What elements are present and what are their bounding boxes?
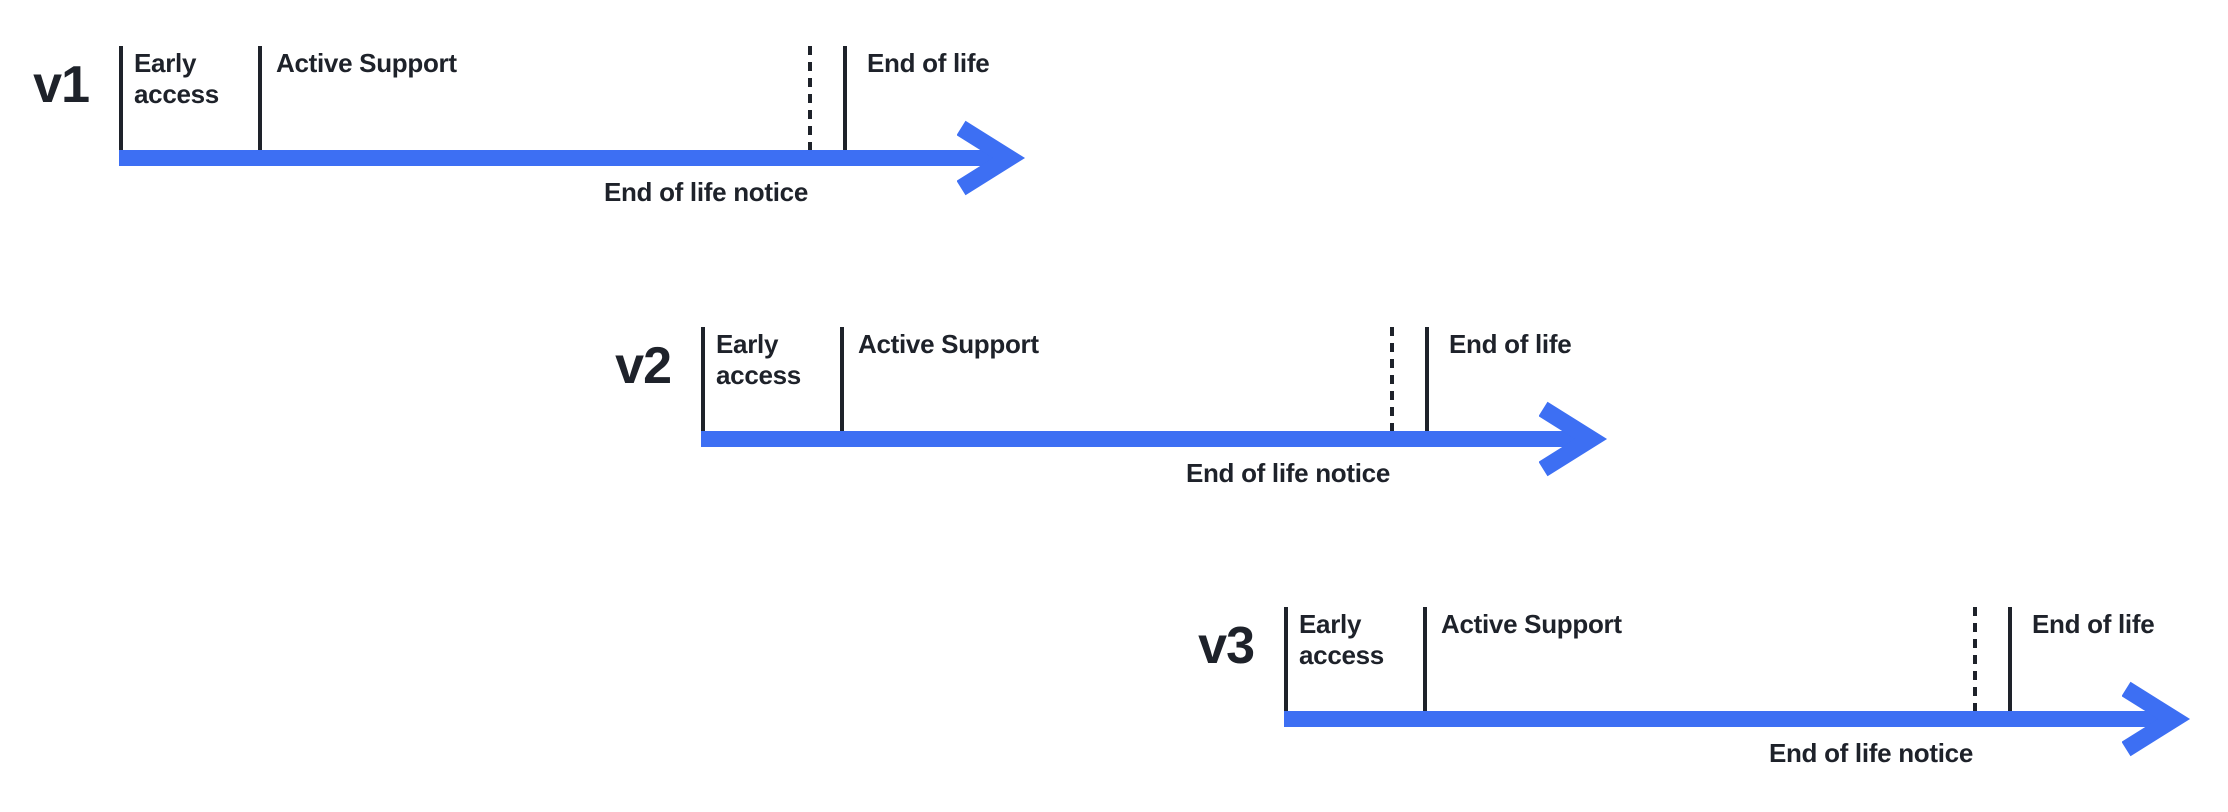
active-support-label: Active Support (858, 329, 1039, 359)
timeline-bar (1284, 711, 2174, 727)
early-access-label: Early access (134, 48, 219, 109)
timeline-v2: v2 Early access Active Support End of li… (615, 327, 1641, 502)
early-access-start-tick (1284, 607, 1288, 712)
end-of-life-notice-dashed-tick (1390, 327, 1394, 432)
end-of-life-notice-label: End of life notice (1185, 458, 1390, 488)
active-support-label: Active Support (1441, 609, 1622, 639)
version-label: v2 (615, 337, 672, 395)
end-of-life-label: End of life (867, 48, 990, 78)
timeline-v1: v1 Early access Active Support End of li… (33, 46, 1059, 221)
early-access-start-tick (119, 46, 123, 151)
end-of-life-tick (843, 46, 847, 151)
active-support-start-tick (840, 327, 844, 432)
active-support-label: Active Support (276, 48, 457, 78)
version-label: v3 (1198, 617, 1255, 675)
arrowhead-icon (1539, 401, 1608, 477)
end-of-life-notice-label: End of life notice (603, 177, 808, 207)
end-of-life-notice-dashed-tick (1973, 607, 1977, 712)
end-of-life-notice-label: End of life notice (1768, 738, 1973, 768)
early-access-start-tick (701, 327, 705, 432)
end-of-life-label: End of life (1449, 329, 1572, 359)
early-access-label: Early access (716, 329, 801, 390)
arrowhead-icon (957, 120, 1026, 196)
timeline-bar (701, 431, 1591, 447)
timeline-bar (119, 150, 1009, 166)
active-support-start-tick (1423, 607, 1427, 712)
active-support-start-tick (258, 46, 262, 151)
end-of-life-tick (2008, 607, 2012, 712)
end-of-life-notice-dashed-tick (808, 46, 812, 151)
version-label: v1 (33, 56, 90, 114)
timeline-v3: v3 Early access Active Support End of li… (1198, 607, 2224, 782)
arrowhead-icon (2122, 681, 2191, 757)
end-of-life-tick (1425, 327, 1429, 432)
end-of-life-label: End of life (2032, 609, 2155, 639)
early-access-label: Early access (1299, 609, 1384, 670)
